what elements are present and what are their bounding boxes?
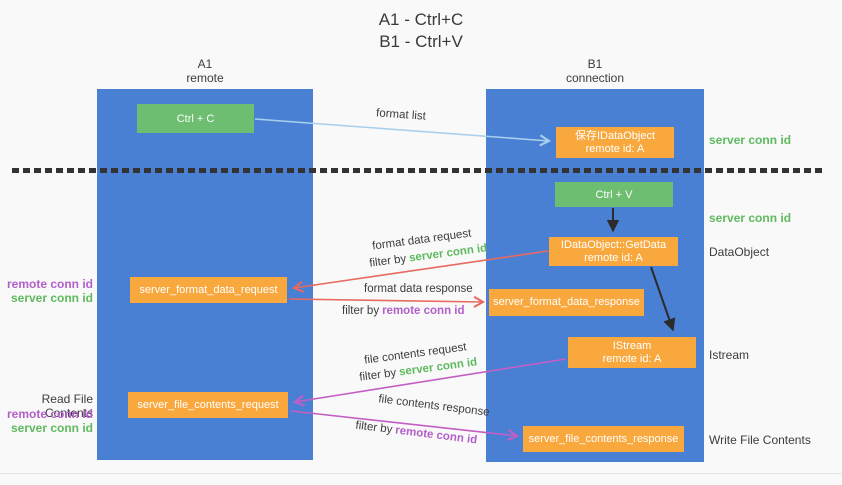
diagram-title-line2: B1 - Ctrl+V bbox=[379, 32, 463, 51]
dotted-divider-line bbox=[12, 168, 823, 173]
node-save-idataobject: 保存IDataObject remote id: A bbox=[556, 127, 674, 158]
label-filter-by-text: filter by bbox=[368, 252, 407, 270]
node-save-idataobject-line2: remote id: A bbox=[585, 142, 645, 155]
label-remote-conn-id-text: remote conn id bbox=[382, 305, 465, 317]
right-label-write-file-contents: Write File Contents bbox=[709, 433, 811, 447]
node-server-file-contents-request-label: server_file_contents_request bbox=[137, 398, 279, 411]
column-header-a1: A1 remote bbox=[97, 57, 313, 85]
node-server-format-data-request: server_format_data_request bbox=[130, 277, 287, 303]
right-label-server-conn-id-2: server conn id bbox=[709, 211, 792, 225]
node-idataobject-getdata-line1: IDataObject::GetData bbox=[560, 238, 667, 251]
label-remote-conn-id-text: remote conn id bbox=[394, 424, 478, 447]
node-ctrl-c-label: Ctrl + C bbox=[176, 112, 215, 125]
column-b1-subtitle: connection bbox=[565, 71, 625, 85]
label-filter-by-text: filter by bbox=[342, 305, 380, 317]
node-server-format-data-request-label: server_format_data_request bbox=[139, 283, 278, 296]
right-label-dataobject: DataObject bbox=[709, 245, 770, 259]
node-istream: IStream remote id: A bbox=[568, 337, 696, 368]
node-idataobject-getdata-line2: remote id: A bbox=[584, 251, 643, 264]
node-ctrl-v-label: Ctrl + V bbox=[595, 188, 633, 201]
label-filter-by-text: filter by bbox=[358, 366, 397, 384]
column-b1-id: B1 bbox=[587, 57, 603, 71]
label-filter-by-text: filter by bbox=[354, 419, 394, 437]
diagram-title-line1: A1 - Ctrl+C bbox=[378, 10, 464, 29]
right-label-istream: Istream bbox=[709, 348, 750, 362]
node-istream-line2: remote id: A bbox=[602, 352, 662, 365]
node-save-idataobject-line1: 保存IDataObject bbox=[574, 129, 656, 142]
node-server-format-data-response-label: server_format_data_response bbox=[493, 296, 640, 308]
label-format-list: format list bbox=[375, 107, 427, 123]
diagram-title: A1 - Ctrl+C B1 - Ctrl+V bbox=[0, 9, 842, 53]
column-a1-subtitle: remote bbox=[186, 71, 224, 85]
node-server-file-contents-response-label: server_file_contents_response bbox=[528, 432, 679, 445]
label-file-contents-response: file contents response bbox=[377, 393, 491, 419]
label-format-data-response: format data response bbox=[364, 283, 473, 295]
left-label-server-conn-id-1: server conn id bbox=[10, 291, 93, 305]
column-header-b1: B1 connection bbox=[486, 57, 704, 85]
node-ctrl-v: Ctrl + V bbox=[555, 182, 673, 207]
left-label-read-file-contents: Read File Contents bbox=[41, 392, 93, 420]
left-label-remote-conn-id-2: remote conn id bbox=[6, 407, 93, 421]
node-ctrl-c: Ctrl + C bbox=[137, 104, 254, 133]
right-label-server-conn-id-1: server conn id bbox=[709, 133, 792, 147]
bottom-hairline bbox=[0, 473, 842, 474]
node-idataobject-getdata: IDataObject::GetData remote id: A bbox=[549, 237, 678, 266]
column-a1-id: A1 bbox=[197, 57, 213, 71]
node-server-format-data-response: server_format_data_response bbox=[489, 289, 644, 316]
left-label-server-conn-id-2: server conn id bbox=[10, 421, 93, 435]
left-label-remote-conn-id-1: remote conn id bbox=[6, 277, 93, 291]
node-istream-line1: IStream bbox=[612, 339, 652, 352]
arrow-format-data-response bbox=[288, 295, 486, 308]
node-server-file-contents-request: server_file_contents_request bbox=[128, 392, 288, 418]
node-server-file-contents-response: server_file_contents_response bbox=[523, 426, 684, 452]
